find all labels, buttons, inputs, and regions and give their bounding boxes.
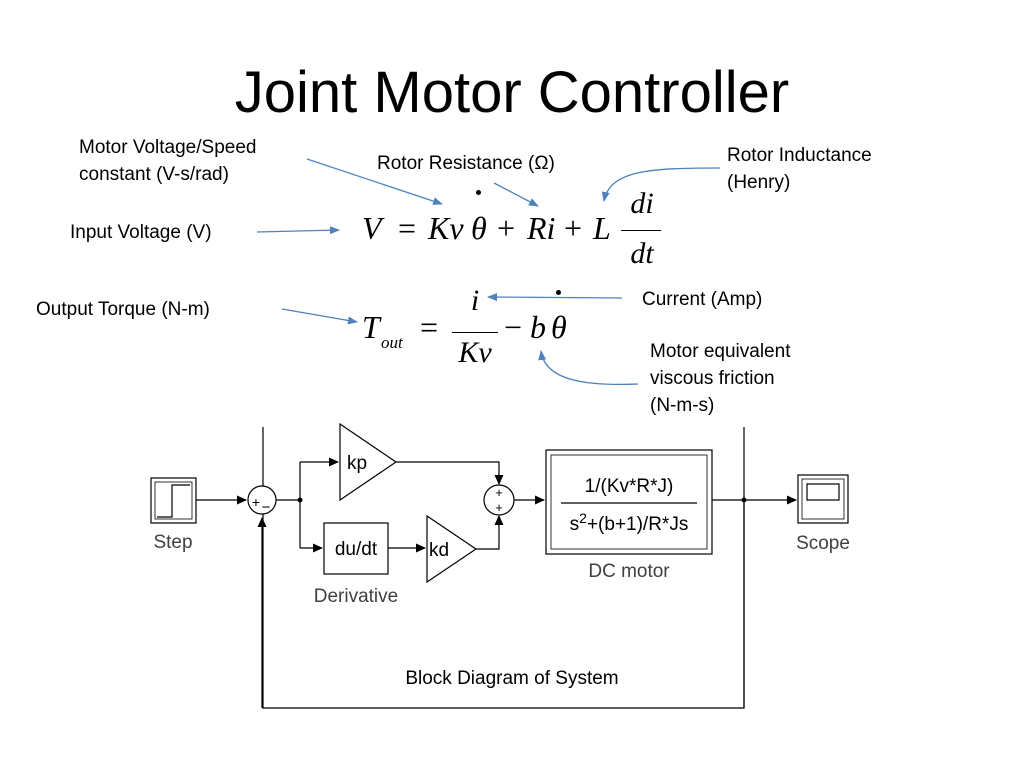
eq-v: V: [362, 210, 382, 246]
dc-motor-den-s: s: [570, 514, 580, 535]
annotation-line: (N-m-s): [650, 395, 715, 416]
arrow-to-output-torque: [281, 308, 358, 325]
annotation-viscous-friction: Motor equivalent viscous friction (N-m-s…: [650, 338, 790, 419]
kp-label: kp: [347, 453, 367, 474]
annotation-rotor-resistance: Rotor Resistance (Ω): [377, 153, 555, 174]
arrow-to-kv: [306, 158, 443, 205]
annotation-line: (Henry): [727, 172, 791, 193]
eq-theta-dot: θ: [551, 309, 567, 345]
eq-plus: +: [564, 210, 583, 246]
scope-label: Scope: [796, 533, 850, 554]
kd-gain-block[interactable]: kd: [426, 514, 478, 584]
eq-frac-bar: [621, 230, 661, 231]
eq-frac-num: i: [470, 284, 480, 317]
eq-b: b: [530, 309, 546, 345]
sum2-plus-top: +: [495, 485, 503, 500]
eq-equals: =: [420, 309, 439, 345]
eq-frac-bar: [452, 332, 498, 333]
arrow-to-friction: [538, 350, 639, 386]
annotation-line: constant (V-s/rad): [79, 164, 229, 185]
eq-theta-dot: θ: [471, 210, 487, 246]
arrow-to-current: [487, 293, 623, 302]
step-label: Step: [153, 532, 192, 553]
sum-junction-1[interactable]: + −: [247, 485, 277, 516]
arrow-to-input-voltage: [256, 226, 340, 235]
eq-t-subscript: out: [381, 333, 403, 352]
annotation-output-torque: Output Torque (N-m): [36, 299, 210, 320]
annotation-input-voltage: Input Voltage (V): [70, 222, 212, 243]
annotation-line: viscous friction: [650, 368, 775, 389]
block-diagram-caption: Block Diagram of System: [405, 668, 618, 689]
arrow-to-resistance: [493, 182, 539, 207]
dc-motor-denominator: s2+(b+1)/R*Js: [570, 510, 689, 535]
eq-dot-accent: [476, 190, 481, 195]
slide-title: Joint Motor Controller: [234, 60, 790, 125]
dc-motor-block[interactable]: 1/(Kv*R*J) s2+(b+1)/R*Js DC motor: [545, 449, 713, 582]
arrow-to-inductance: [601, 167, 721, 202]
derivative-block[interactable]: du/dt Derivative: [314, 522, 398, 607]
step-icon: [157, 484, 190, 518]
sum-junction-2[interactable]: + +: [483, 484, 515, 516]
kp-gain-block[interactable]: kp: [339, 422, 398, 502]
annotation-motor-voltage-speed: Motor Voltage/Speed constant (V-s/rad): [79, 134, 256, 188]
dc-motor-den-rest: +(b+1)/R*Js: [587, 514, 688, 535]
scope-block[interactable]: Scope: [796, 474, 850, 554]
eq-t: T: [362, 309, 380, 345]
dc-motor-den-exponent: 2: [579, 510, 587, 526]
annotation-rotor-inductance: Rotor Inductance (Henry): [727, 142, 872, 196]
annotation-current: Current (Amp): [642, 289, 763, 310]
eq-dot-accent: [556, 290, 561, 295]
derivative-label: Derivative: [314, 586, 398, 607]
annotation-line: Motor equivalent: [650, 341, 791, 362]
sum1-plus: +: [252, 494, 260, 510]
eq-frac-num: di: [630, 187, 654, 220]
step-block[interactable]: Step: [150, 477, 197, 553]
eq-ri: Ri: [527, 210, 556, 246]
eq-frac-den: Kv: [458, 336, 492, 369]
kd-label: kd: [429, 540, 449, 561]
annotation-line: Rotor Inductance: [727, 145, 872, 166]
eq-minus: −: [504, 309, 523, 345]
eq-plus: +: [497, 210, 516, 246]
sum2-plus-bottom: +: [495, 500, 503, 515]
scope-screen-icon: [806, 483, 840, 501]
eq-equals: =: [398, 210, 417, 246]
eq-frac-den: dt: [630, 237, 654, 270]
annotation-line: Motor Voltage/Speed: [79, 137, 257, 158]
dc-motor-label: DC motor: [588, 561, 670, 582]
eq-l: L: [593, 210, 611, 246]
eq-kv: Kv: [428, 210, 464, 246]
dc-motor-numerator: 1/(Kv*R*J): [585, 476, 674, 497]
derivative-inner-label: du/dt: [335, 539, 378, 560]
sum1-minus: −: [262, 499, 271, 516]
